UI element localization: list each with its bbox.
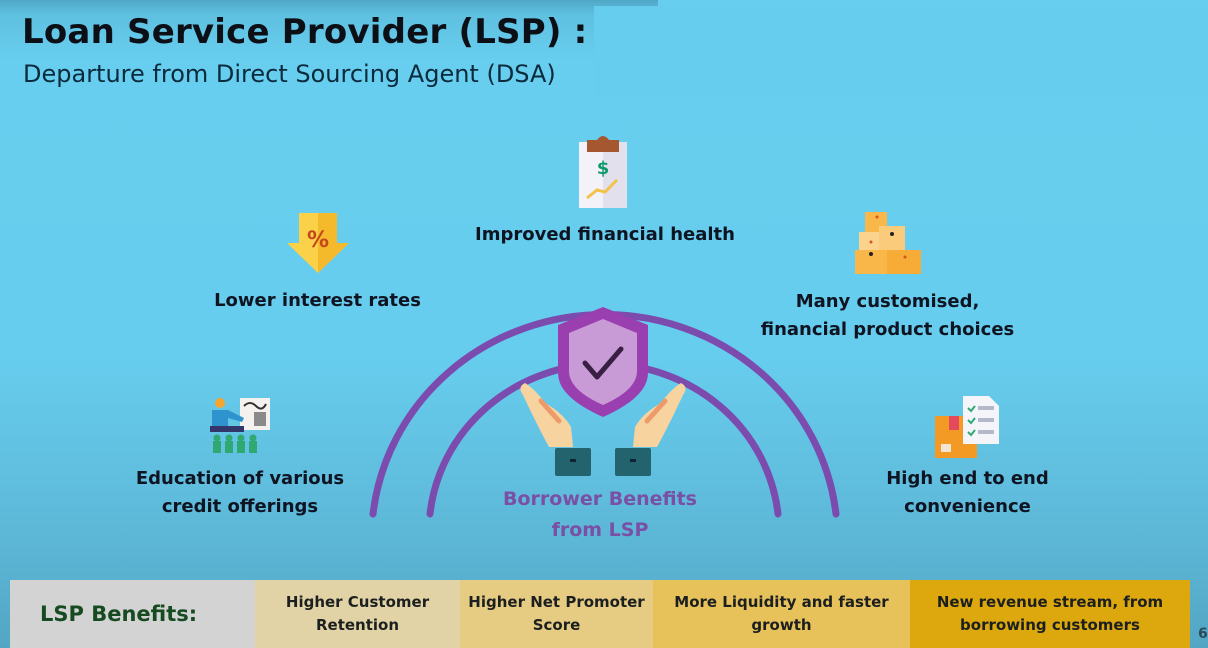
lsp-benefit-liquidity: More Liquidity and faster growth xyxy=(653,580,910,648)
lsp-benefit-text: Higher Customer xyxy=(285,593,430,611)
benefit-text: High end to end xyxy=(886,468,1049,489)
lsp-benefit-text: Higher Net Promoter xyxy=(468,593,645,611)
lsp-benefit-text: New revenue stream, from xyxy=(936,593,1164,611)
lsp-benefit-text: Score xyxy=(532,616,581,634)
center-label-line2: from LSP xyxy=(551,519,649,541)
benefit-text: Lower interest rates xyxy=(214,290,421,311)
stacked-boxes-icon xyxy=(855,212,921,274)
svg-text:%: % xyxy=(307,228,329,253)
benefit-text: Improved financial health xyxy=(475,224,735,245)
page-subtitle: Departure from Direct Sourcing Agent (DS… xyxy=(23,60,556,88)
page-number: 6 xyxy=(1198,626,1208,642)
lsp-benefit-text: More Liquidity and faster xyxy=(674,593,889,611)
benefit-lower-interest-rates: Lower interest rates xyxy=(195,287,440,315)
center-label: Borrower Benefits from LSP xyxy=(480,484,720,546)
clipboard-dollar-icon: $ xyxy=(579,136,627,208)
benefit-convenience: High end to end convenience xyxy=(860,465,1075,521)
center-label-line1: Borrower Benefits xyxy=(502,488,697,510)
shield-check-hands-icon xyxy=(520,307,686,476)
page-title: Loan Service Provider (LSP) : xyxy=(22,12,588,52)
lsp-benefits-label: LSP Benefits: xyxy=(10,580,255,648)
svg-text:$: $ xyxy=(597,158,610,179)
lsp-benefit-text: growth xyxy=(751,616,812,634)
package-checklist-icon xyxy=(935,396,999,458)
benefit-text: Many customised, xyxy=(795,291,980,312)
lsp-benefit-text: Retention xyxy=(315,616,400,634)
benefit-customised-products: Many customised, financial product choic… xyxy=(755,288,1020,344)
benefit-education: Education of various credit offerings xyxy=(120,465,360,521)
header-band xyxy=(0,0,658,60)
benefit-text: financial product choices xyxy=(760,319,1015,340)
teacher-presentation-icon xyxy=(210,398,270,453)
benefit-improved-financial-health: Improved financial health xyxy=(460,221,750,249)
percent-down-arrow-icon: % xyxy=(287,213,349,273)
benefit-text: credit offerings xyxy=(161,496,319,517)
lsp-benefit-revenue: New revenue stream, from borrowing custom… xyxy=(910,580,1190,648)
benefit-text: Education of various xyxy=(135,468,345,489)
overlay-panel xyxy=(594,6,1208,96)
lsp-benefit-text: borrowing customers xyxy=(960,616,1140,634)
benefit-text: convenience xyxy=(904,496,1031,517)
